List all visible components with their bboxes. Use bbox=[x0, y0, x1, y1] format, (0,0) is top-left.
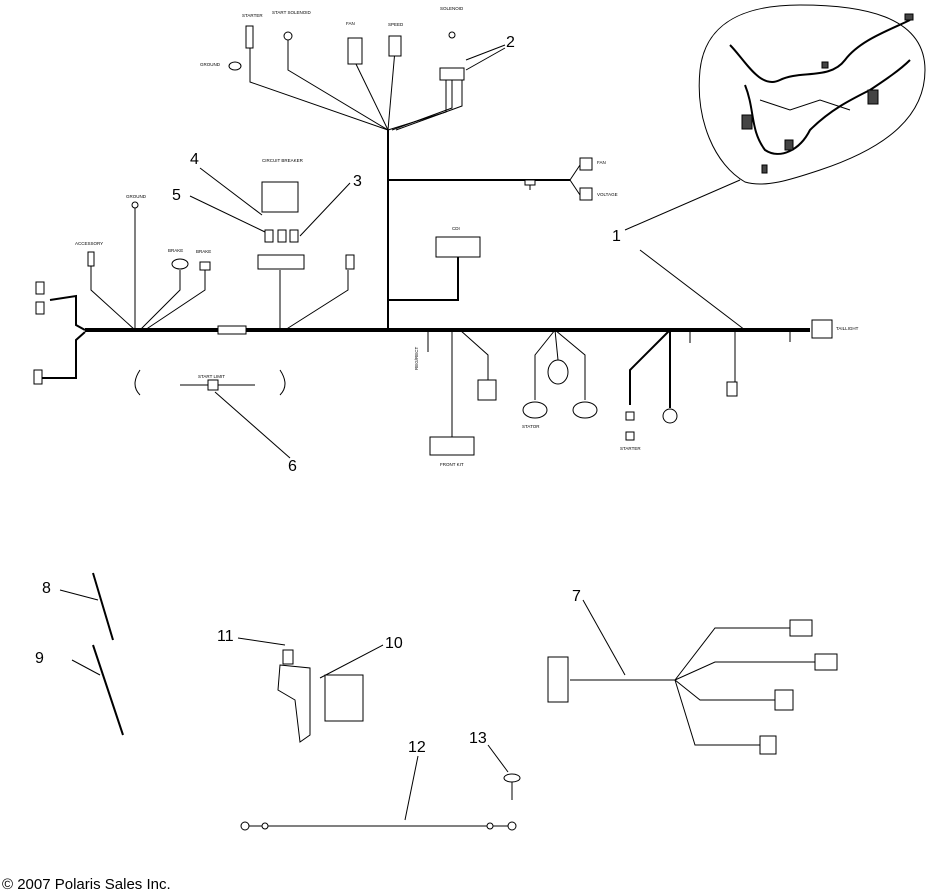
callout-6: 6 bbox=[288, 458, 297, 475]
left-branches: GROUND ACCESSORY BRAKE BRAKE bbox=[33, 194, 355, 385]
callout-numbers: 1 2 3 4 5 6 7 8 9 10 11 12 13 bbox=[35, 34, 621, 756]
svg-text:STARTER: STARTER bbox=[620, 446, 641, 451]
start-limit: START LIMIT bbox=[134, 369, 291, 459]
callout-10: 10 bbox=[385, 635, 403, 652]
callout-13: 13 bbox=[469, 730, 487, 747]
svg-text:CDI: CDI bbox=[452, 226, 460, 231]
circuit-breaker: CIRCUIT BREAKER bbox=[189, 158, 351, 330]
callout-8: 8 bbox=[42, 580, 51, 597]
svg-text:SOLENOID: SOLENOID bbox=[440, 6, 464, 11]
svg-text:TAILLIGHT: TAILLIGHT bbox=[836, 326, 859, 331]
svg-text:START LIMIT: START LIMIT bbox=[198, 374, 225, 379]
svg-text:BRAKE: BRAKE bbox=[196, 249, 211, 254]
svg-text:FAN: FAN bbox=[346, 21, 355, 26]
svg-text:STATOR: STATOR bbox=[522, 424, 540, 429]
svg-text:STARTER: STARTER bbox=[242, 13, 263, 18]
svg-text:REG/RECT: REG/RECT bbox=[414, 346, 419, 370]
main-harness: TAILLIGHT bbox=[85, 249, 859, 339]
callout-11: 11 bbox=[217, 628, 234, 645]
callout-5: 5 bbox=[172, 187, 181, 204]
svg-text:BRAKE: BRAKE bbox=[168, 248, 183, 253]
svg-text:GROUND: GROUND bbox=[200, 62, 221, 67]
callout-1: 1 bbox=[612, 228, 621, 245]
top-connectors: STARTER START SOLENOID FAN SPEED SOLENOI… bbox=[200, 6, 506, 131]
callout-7: 7 bbox=[572, 588, 581, 605]
svg-text:FAN: FAN bbox=[597, 160, 606, 165]
svg-text:CIRCUIT BREAKER: CIRCUIT BREAKER bbox=[262, 158, 304, 163]
harness-inset bbox=[624, 4, 926, 231]
bottom-parts bbox=[59, 572, 838, 831]
callout-12: 12 bbox=[408, 739, 426, 756]
svg-text:START SOLENOID: START SOLENOID bbox=[272, 10, 312, 15]
svg-text:VOLTAGE: VOLTAGE bbox=[597, 192, 618, 197]
callout-2: 2 bbox=[506, 34, 515, 51]
lower-connectors: REG/RECT FRONT KIT STATOR STARTER bbox=[414, 329, 791, 467]
svg-text:ACCESSORY: ACCESSORY bbox=[75, 241, 103, 246]
svg-text:SPEED: SPEED bbox=[388, 22, 404, 27]
copyright-text: © 2007 Polaris Sales Inc. bbox=[2, 876, 171, 893]
vertical-trunk: FAN VOLTAGE CDI bbox=[387, 130, 618, 330]
callout-9: 9 bbox=[35, 650, 44, 667]
svg-text:GROUND: GROUND bbox=[126, 194, 147, 199]
callout-4: 4 bbox=[190, 151, 199, 168]
svg-text:FRONT KIT: FRONT KIT bbox=[440, 462, 464, 467]
callout-3: 3 bbox=[353, 173, 362, 190]
